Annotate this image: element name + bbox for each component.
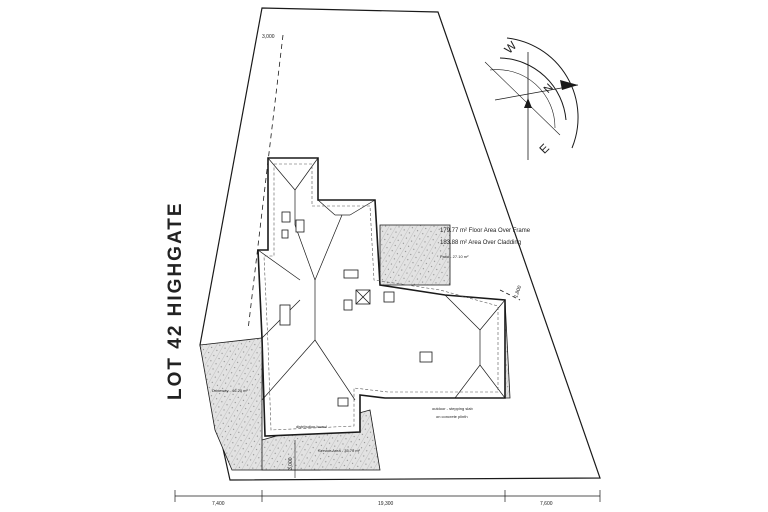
eaves-line — [263, 163, 499, 431]
dim-bottom-right: 7,600 — [540, 501, 553, 507]
dim-bottom-left: 7,400 — [212, 501, 225, 507]
compass-rose: W N E — [484, 37, 579, 160]
driveway-label: Driveway - 46.20 m² — [212, 388, 248, 393]
compass-w: W — [502, 38, 520, 56]
north-arrow-icon — [560, 80, 578, 90]
dim-bottom-mid: 19,300 — [378, 501, 394, 507]
bottom-setback-dim: 3,000 — [288, 457, 294, 470]
right-setback-dim: 1,800 — [513, 285, 523, 299]
compass-e: E — [537, 141, 553, 157]
site-boundary — [199, 7, 601, 481]
patio-label: Patio - 27.10 m² — [440, 254, 469, 259]
concrete-note-1: outdoor - stepping slab — [432, 406, 473, 411]
patio-paving — [379, 224, 451, 286]
concrete-note-2: on concrete plinth — [436, 414, 468, 419]
setback-line-right — [499, 289, 521, 301]
floor-area-label: 179.77 m² Floor Area Over Frame — [440, 228, 531, 234]
setback-line — [247, 34, 284, 331]
top-setback-dim: 3,000 — [262, 34, 275, 40]
service-area-label: Service Area - 35.70 m² — [318, 448, 361, 453]
bottom-dimension-line — [174, 490, 601, 502]
fixtures — [279, 211, 433, 407]
house-outline — [257, 157, 506, 437]
roof-lines — [257, 157, 506, 401]
street-label: LOT 42 HIGHGATE — [165, 201, 186, 400]
distribution-board-label: distribution board — [296, 424, 327, 429]
cladding-area-label: 183.88 m² Area Over Cladding — [440, 240, 521, 246]
